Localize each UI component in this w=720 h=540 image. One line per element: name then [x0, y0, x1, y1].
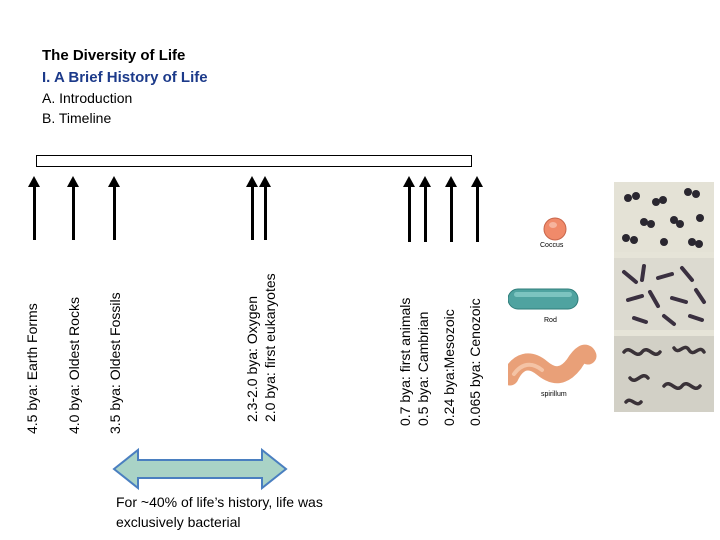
label-oldest-fossils: 3.5 bya: Oldest Fossils: [107, 292, 123, 434]
label-oxygen: 2.3-2.0 bya: Oxygen: [244, 295, 260, 422]
note-line-1: For ~40% of life’s history, life was: [116, 494, 323, 510]
bacteria-micrograph-image: [614, 182, 714, 412]
spirillum-label: spirillum: [541, 391, 567, 398]
label-cenozoic: 0.065 bya: Cenozoic: [467, 298, 483, 426]
coccus-label: Coccus: [540, 242, 564, 249]
label-first-eukaryotes: 2.0 bya: first eukaryotes: [262, 273, 278, 422]
timeline-bar: [36, 155, 472, 167]
label-first-animals: 0.7 bya: first animals: [397, 297, 413, 426]
section-heading: I. A Brief History of Life: [42, 69, 208, 86]
label-oldest-rocks: 4.0 bya: Oldest Rocks: [66, 297, 82, 434]
bacterial-history-note: For ~40% of life’s history, life was exc…: [116, 492, 406, 532]
note-line-2: exclusively bacterial: [116, 514, 241, 530]
slide-title: The Diversity of Life: [42, 47, 186, 64]
bacterial-era-arrow: [112, 447, 288, 491]
coccus-cell-icon: [543, 217, 567, 241]
rod-label: Rod: [544, 317, 557, 324]
bacteria-shapes-figure: Coccus Rod spirillum: [508, 182, 612, 412]
label-earth-forms: 4.5 bya: Earth Forms: [24, 303, 40, 434]
spirillum-cell-icon: [508, 344, 597, 386]
outline-item-timeline: B. Timeline: [42, 110, 112, 126]
label-mesozoic: 0.24 bya:Mesozoic: [441, 309, 457, 426]
outline-item-introduction: A. Introduction: [42, 90, 133, 106]
label-cambrian: 0.5 bya: Cambrian: [415, 311, 431, 426]
